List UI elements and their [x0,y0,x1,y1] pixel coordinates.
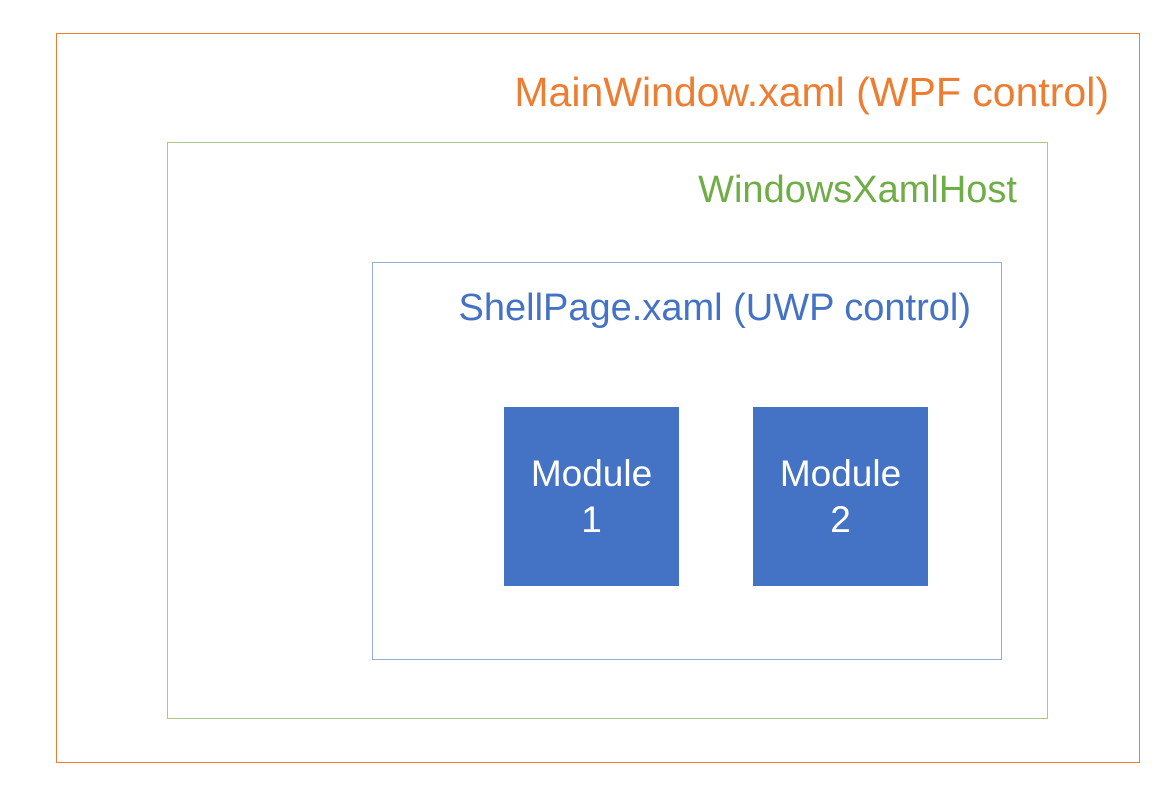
module-2-label-line2: 2 [830,498,851,540]
layer-mainwindow-wpf: MainWindow.xaml (WPF control) WindowsXam… [56,33,1140,763]
layer-windowsxamlhost: WindowsXamlHost ShellPage.xaml (UWP cont… [167,142,1048,719]
layer-label-mainwindow-wpf: MainWindow.xaml (WPF control) [514,69,1109,115]
module-2-label-line1: Module [779,453,902,495]
module-box-1: Module 1 [504,407,679,586]
module-1-label-line1: Module [530,453,653,495]
module-row: Module 1 Module 2 [373,263,1001,659]
module-box-2: Module 2 [753,407,928,586]
layer-label-shellpage-uwp: ShellPage.xaml (UWP control) [458,287,971,329]
module-1-label-line2: 1 [581,498,602,540]
layer-label-windowsxamlhost: WindowsXamlHost [698,169,1017,211]
layer-shellpage-uwp: ShellPage.xaml (UWP control) Module 1 Mo… [372,262,1002,660]
